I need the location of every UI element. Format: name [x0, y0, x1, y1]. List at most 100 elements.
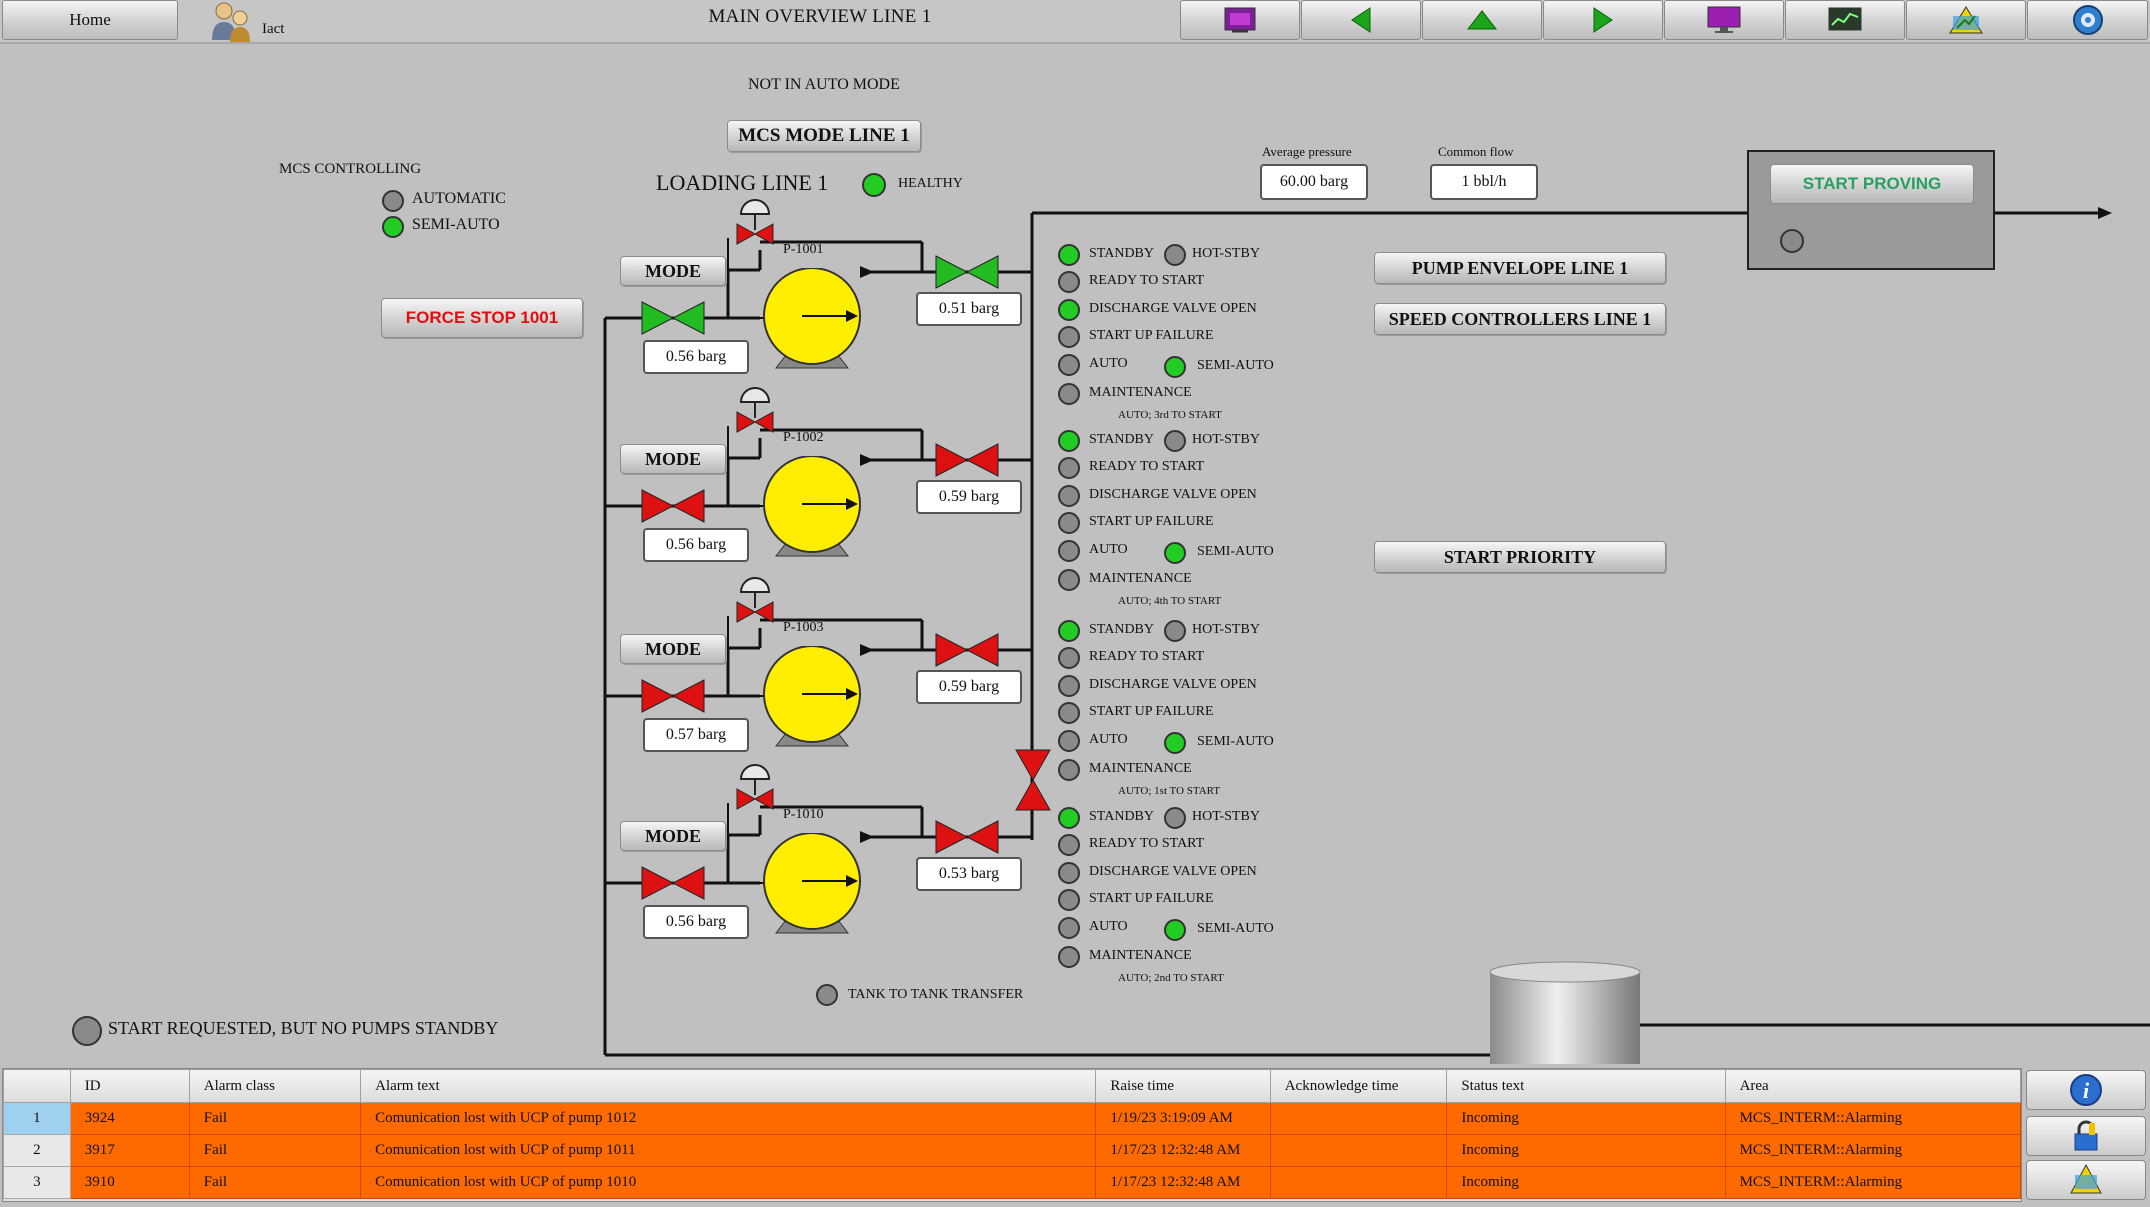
- alarm-column-header[interactable]: Raise time: [1095, 1069, 1271, 1103]
- discharge-valve-icon[interactable]: [934, 632, 1000, 668]
- semi-auto-indicator: [382, 216, 404, 238]
- pump-icon[interactable]: [762, 646, 862, 748]
- alarm-column-header[interactable]: Alarm text: [360, 1069, 1097, 1103]
- page-title: MAIN OVERVIEW LINE 1: [708, 6, 932, 27]
- home-button[interactable]: Home: [2, 0, 178, 40]
- pump-semi-auto-label: SEMI-AUTO: [1197, 921, 1274, 936]
- discharge-valve-icon[interactable]: [934, 819, 1000, 855]
- alarm-ack-button[interactable]: [2026, 1160, 2146, 1200]
- discharge-valve-icon[interactable]: [934, 254, 1000, 290]
- info-button[interactable]: i: [2026, 1070, 2146, 1110]
- user-icon[interactable]: [208, 0, 258, 42]
- standby-indicator: [1058, 430, 1080, 452]
- pump-icon[interactable]: [762, 456, 862, 558]
- settings-button[interactable]: [2027, 0, 2148, 40]
- alarm-cell: [1269, 1134, 1448, 1167]
- arrow-right-icon: [1593, 7, 1613, 33]
- start-priority-button[interactable]: START PRIORITY: [1374, 541, 1666, 573]
- control-valve-icon[interactable]: [735, 763, 775, 819]
- hot-stby-indicator: [1164, 620, 1186, 642]
- control-valve-icon[interactable]: [735, 386, 775, 442]
- alarm-column-header[interactable]: Acknowledge time: [1269, 1069, 1448, 1103]
- forward-button[interactable]: [1543, 0, 1663, 40]
- hot-stby-label: HOT-STBY: [1192, 246, 1260, 261]
- alarm-cell: Incoming: [1446, 1102, 1726, 1135]
- ready-indicator: [1058, 834, 1080, 856]
- pump-mode-button[interactable]: MODE: [620, 444, 726, 474]
- discharge-valve-icon[interactable]: [934, 442, 1000, 478]
- alarm-cell: MCS_INTERM::Alarming: [1724, 1102, 2022, 1135]
- alarm-cell: [1269, 1166, 1448, 1199]
- standby-indicator: [1058, 620, 1080, 642]
- pump-icon[interactable]: [762, 833, 862, 935]
- alarm-column-header[interactable]: Status text: [1446, 1069, 1726, 1103]
- pump-semi-auto-indicator: [1164, 732, 1186, 754]
- back-button[interactable]: [1301, 0, 1421, 40]
- pump-tag: P-1001: [783, 242, 824, 257]
- settings-icon: [2072, 5, 2103, 35]
- auto-indicator: [1058, 730, 1080, 752]
- alarm-overview-button[interactable]: [1906, 0, 2026, 40]
- alarm-column-header[interactable]: [3, 1069, 71, 1103]
- hot-stby-indicator: [1164, 244, 1186, 266]
- alarm-cell: 3917: [69, 1134, 190, 1167]
- maint-label: MAINTENANCE: [1089, 571, 1192, 586]
- failure-label: START UP FAILURE: [1089, 704, 1214, 719]
- maint-indicator: [1058, 759, 1080, 781]
- suction-valve-icon[interactable]: [640, 488, 706, 524]
- alarm-cell: 1/19/23 3:19:09 AM: [1095, 1102, 1271, 1135]
- home-label: Home: [69, 10, 111, 29]
- pump-envelope-button[interactable]: PUMP ENVELOPE LINE 1: [1374, 252, 1666, 284]
- healthy-indicator: [862, 173, 886, 197]
- pump-tag: P-1003: [783, 620, 824, 635]
- dv-open-label: DISCHARGE VALVE OPEN: [1089, 677, 1257, 692]
- suction-valve-icon[interactable]: [640, 678, 706, 714]
- pump-mode-label: MODE: [645, 638, 701, 659]
- healthy-label: HEALTHY: [898, 176, 963, 191]
- dv-open-indicator: [1058, 299, 1080, 321]
- pump-mode-button[interactable]: MODE: [620, 256, 726, 286]
- alarm-cell: Fail: [188, 1102, 362, 1135]
- top-bar: Home Iact MAIN OVERVIEW LINE 1: [0, 0, 2150, 44]
- force-stop-button[interactable]: FORCE STOP 1001: [381, 298, 583, 338]
- mcs-mode-button[interactable]: MCS MODE LINE 1: [727, 120, 921, 152]
- start-priority-label: START PRIORITY: [1443, 546, 1597, 567]
- pump-mode-button[interactable]: MODE: [620, 634, 726, 664]
- maint-indicator: [1058, 569, 1080, 591]
- failure-label: START UP FAILURE: [1089, 891, 1214, 906]
- auto-indicator: [1058, 540, 1080, 562]
- alarm-column-header[interactable]: Alarm class: [188, 1069, 362, 1103]
- trend-button[interactable]: [1785, 0, 1905, 40]
- alarm-column-header[interactable]: Area: [1724, 1069, 2022, 1103]
- up-button[interactable]: [1422, 0, 1542, 40]
- screen-select-button[interactable]: [1180, 0, 1300, 40]
- alarm-cell: 1/17/23 12:32:48 AM: [1095, 1166, 1271, 1199]
- speed-controllers-button[interactable]: SPEED CONTROLLERS LINE 1: [1374, 303, 1666, 335]
- standby-label: STANDBY: [1089, 246, 1154, 261]
- monitor-button[interactable]: [1664, 0, 1784, 40]
- dv-open-indicator: [1058, 675, 1080, 697]
- alarm-cell: Incoming: [1446, 1134, 1726, 1167]
- alarm-column-header[interactable]: ID: [69, 1069, 190, 1103]
- pump-semi-auto-label: SEMI-AUTO: [1197, 734, 1274, 749]
- pump-icon[interactable]: [762, 268, 862, 370]
- auto-indicator: [1058, 354, 1080, 376]
- alarm-cell: 3910: [69, 1166, 190, 1199]
- discharge-pressure: 0.59 barg: [916, 480, 1022, 514]
- monitor-icon: [1707, 6, 1741, 33]
- control-valve-icon[interactable]: [735, 198, 775, 254]
- suction-valve-icon[interactable]: [640, 300, 706, 336]
- lock-button[interactable]: [2026, 1116, 2146, 1156]
- header-valve-icon[interactable]: [1014, 748, 1052, 812]
- ready-label: READY TO START: [1089, 836, 1205, 851]
- pump-mode-label: MODE: [645, 448, 701, 469]
- hot-stby-indicator: [1164, 430, 1186, 452]
- suction-valve-icon[interactable]: [640, 865, 706, 901]
- start-proving-button[interactable]: START PROVING: [1770, 164, 1974, 204]
- control-valve-icon[interactable]: [735, 576, 775, 632]
- pump-mode-button[interactable]: MODE: [620, 821, 726, 851]
